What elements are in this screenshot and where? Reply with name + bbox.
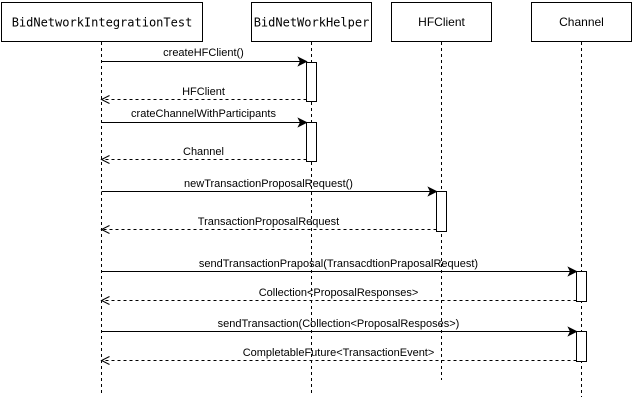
participant-box bbox=[251, 2, 372, 42]
activation-bidnetworkhelper-1 bbox=[306, 62, 317, 102]
arrow-head-icon bbox=[427, 186, 438, 197]
participant-label: BidNetWorkHelper bbox=[254, 16, 370, 30]
activation-hfclient bbox=[436, 191, 447, 232]
open-arrow-icon bbox=[100, 95, 110, 104]
open-arrow-icon bbox=[100, 356, 110, 365]
arrow-head-icon bbox=[297, 117, 308, 128]
message-label: TransactionProposalRequest bbox=[198, 216, 339, 228]
arrow-head-icon bbox=[297, 56, 308, 67]
message-create-channel: crateChannelWithParticipants bbox=[101, 108, 308, 128]
message-label: sendTransactionPraposal(TransacdtionPrap… bbox=[199, 258, 478, 270]
participant-box bbox=[391, 2, 492, 42]
message-new-transaction-proposal-request: newTransactionProposalRequest() bbox=[101, 178, 438, 197]
arrow-head-icon bbox=[567, 266, 578, 277]
participant-bidnetworkhelper: BidNetWorkHelper bbox=[251, 2, 372, 393]
participant-box bbox=[1, 2, 203, 42]
message-send-transaction: sendTransaction(Collection<ProposalRespo… bbox=[101, 318, 578, 337]
message-completable-future-reply: CompletableFuture<TransactionEvent> bbox=[100, 347, 577, 365]
activation-bidnetworkhelper-2 bbox=[306, 122, 317, 162]
open-arrow-icon bbox=[100, 155, 110, 164]
message-label: crateChannelWithParticipants bbox=[131, 108, 276, 120]
participant-label: BidNetworkIntegrationTest bbox=[12, 16, 193, 30]
participant-box bbox=[531, 2, 632, 42]
open-arrow-icon bbox=[100, 296, 110, 305]
message-label: sendTransaction(Collection<ProposalRespo… bbox=[218, 318, 460, 330]
open-arrow-icon bbox=[100, 225, 110, 234]
message-hfclient-reply: HFClient bbox=[100, 86, 307, 104]
message-proposal-responses-reply: Collection<ProposalResponses> bbox=[100, 287, 577, 305]
participant-label: Channel bbox=[559, 15, 604, 29]
participant-label: HFClient bbox=[418, 15, 465, 29]
message-label: HFClient bbox=[182, 86, 225, 98]
arrow-head-icon bbox=[567, 326, 578, 337]
activation-channel-2 bbox=[576, 331, 587, 362]
message-channel-reply: Channel bbox=[100, 146, 307, 164]
message-send-transaction-proposal: sendTransactionPraposal(TransacdtionPrap… bbox=[101, 258, 578, 277]
message-label: createHFClient() bbox=[163, 47, 244, 59]
message-label: newTransactionProposalRequest() bbox=[184, 178, 353, 190]
message-create-hfclient: createHFClient() bbox=[101, 47, 308, 67]
message-label: Collection<ProposalResponses> bbox=[259, 287, 419, 299]
message-transaction-proposal-request-reply: TransactionProposalRequest bbox=[100, 216, 437, 234]
participant-hfclient: HFClient bbox=[391, 2, 492, 380]
participant-bidnetworkintegrationtest: BidNetworkIntegrationTest bbox=[1, 2, 203, 393]
message-label: Channel bbox=[183, 146, 224, 158]
message-label: CompletableFuture<TransactionEvent> bbox=[243, 347, 435, 359]
activation-channel-1 bbox=[576, 271, 587, 302]
